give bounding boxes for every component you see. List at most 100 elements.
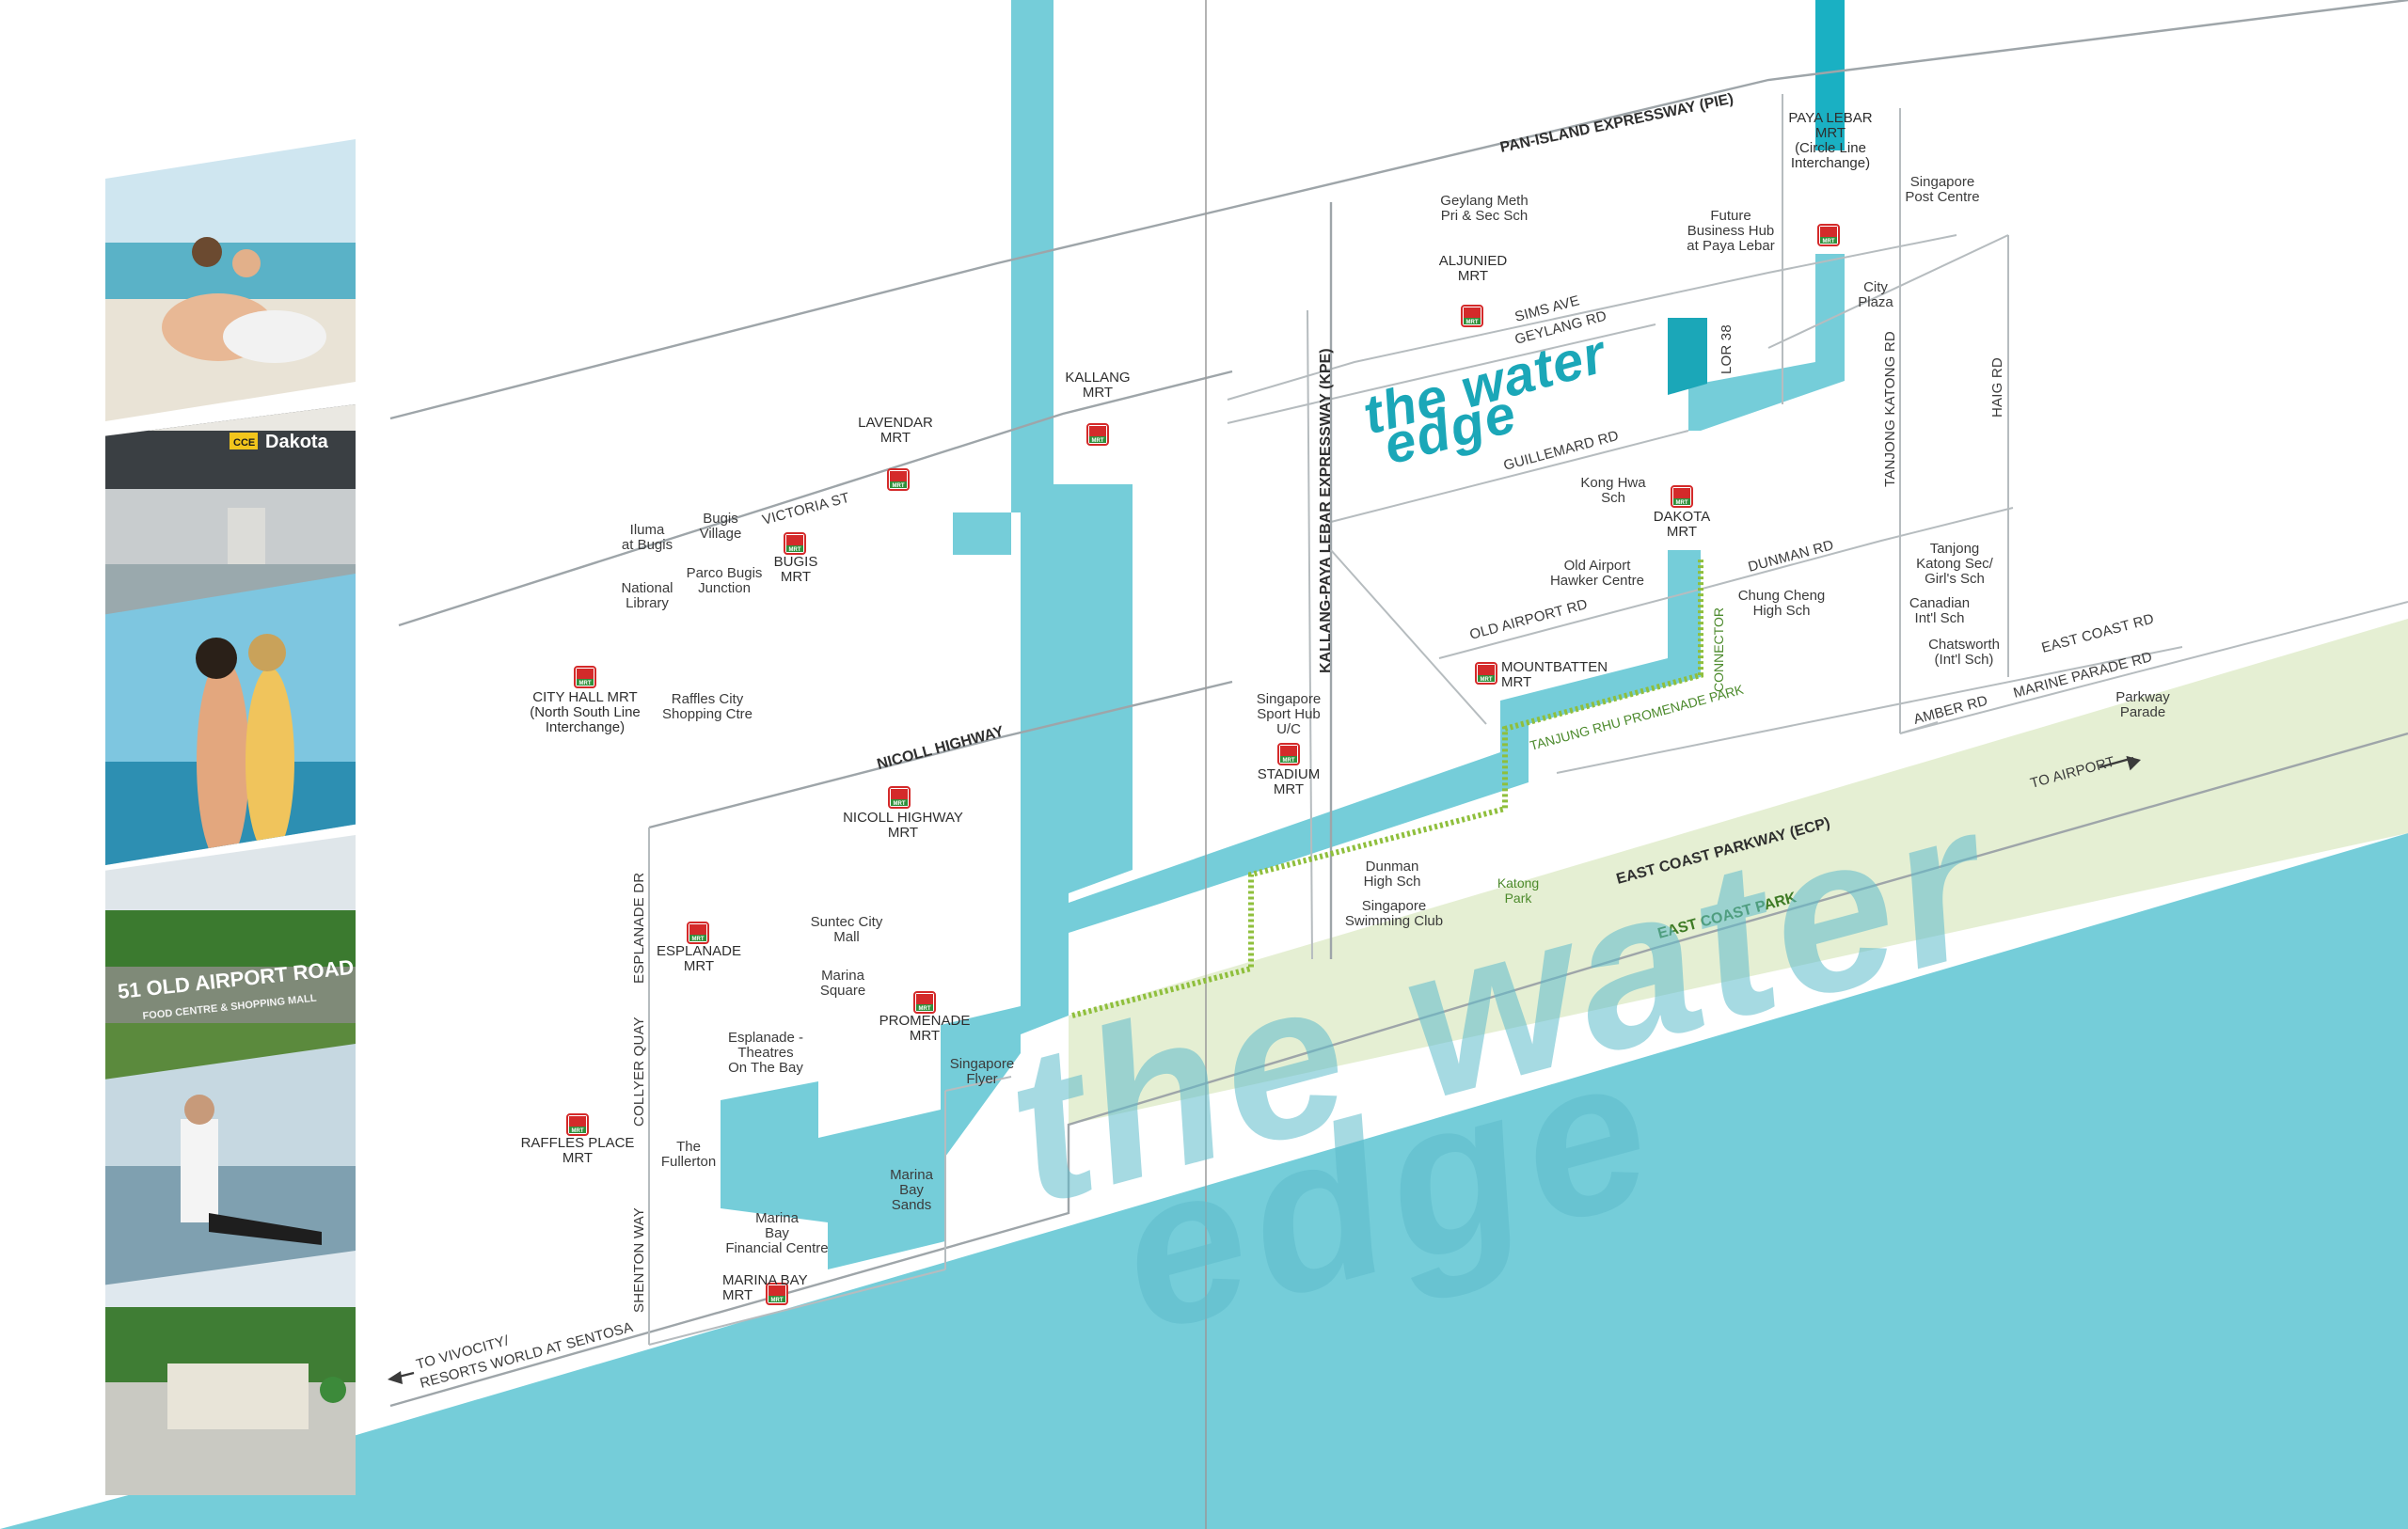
landmark-line-1: Sch [1601, 490, 1625, 506]
landmark-line-0: Singapore [1910, 174, 1974, 190]
marine-parade-road [1556, 646, 2183, 774]
victoria-st-road [398, 370, 1233, 627]
landmark-line-0: Suntec City [811, 914, 883, 930]
mrt-icon-label: MRT [1676, 500, 1688, 506]
mrt-icon-bottom [689, 935, 706, 941]
mrt-icon-label: MRT [1481, 677, 1493, 683]
landmark-line-1: Flyer [966, 1071, 997, 1087]
landmark-line-1: Plaza [1858, 294, 1893, 310]
mrt-name-esplanade-1: MRT [684, 958, 714, 974]
mrt-icon-top [916, 994, 933, 1004]
amber-rd-label: AMBER RD [1912, 693, 1989, 728]
landmark-line-0: Kong Hwa [1580, 475, 1646, 491]
tanjung-rhu-river [1069, 550, 1701, 933]
landmark-line-0: Canadian [1909, 595, 1970, 611]
mrt-icon-top [891, 789, 908, 799]
mrt-icon-top [786, 535, 803, 545]
mrt-name-aljunied-0: ALJUNIED [1439, 253, 1508, 269]
landmark-line-2: Girl's Sch [1925, 571, 1985, 587]
mrt-name-city-hall-2: Interchange) [546, 719, 625, 735]
landmark-chatsworth: Chatsworth(Int'l Sch) [1928, 637, 2000, 668]
mrt-name-raffles-place-0: RAFFLES PLACE [521, 1135, 635, 1151]
old-airport-rd-label: OLD AIRPORT RD [1468, 596, 1590, 643]
landmark-line-0: Raffles City [672, 691, 744, 707]
mrt-name-nicoll-highway-0: NICOLL HIGHWAY [843, 810, 963, 826]
mrt-icon-label: MRT [692, 937, 705, 942]
landmark-line-0: Marina [890, 1167, 934, 1183]
mrt-name-mountbatten-1: MRT [1501, 674, 1531, 690]
mrt-icon-bottom [768, 1296, 785, 1302]
mrt-icon-bottom [1478, 675, 1495, 682]
landmark-line-1: Post Centre [1905, 189, 1979, 205]
mrt-name-stadium-0: STADIUM [1258, 766, 1320, 782]
connector-label: CONNECTOR [1711, 607, 1726, 692]
landmark-line-1: Mall [833, 929, 860, 945]
landmark-line-0: Bugis [703, 511, 738, 527]
landmark-line-1: Village [700, 526, 742, 542]
landmark-line-0: Singapore [1362, 898, 1426, 914]
landmark-line-0: Iluma [630, 522, 665, 538]
mrt-icon-label: MRT [789, 547, 801, 553]
landmark-line-1: Library [626, 595, 669, 611]
landmark-line-0: National [621, 580, 673, 596]
marina-reservoir [721, 1006, 1021, 1269]
mrt-name-stadium-1: MRT [1274, 781, 1304, 797]
landmark-line-0: Singapore [1257, 691, 1321, 707]
mrt-icon-top [569, 1116, 586, 1127]
mrt-icon-label: MRT [893, 483, 905, 489]
mrt-icon-label: MRT [1466, 320, 1479, 325]
beach-couple-image [105, 139, 356, 421]
landmark-line-1: Business Hub [1687, 223, 1775, 239]
marina-loop-road [648, 1269, 946, 1346]
photo-beach-couple [105, 139, 356, 421]
mrt-icon-top [1089, 426, 1106, 436]
mrt-name-lavendar-0: LAVENDAR [858, 415, 933, 431]
landmark-line-2: On The Bay [728, 1060, 803, 1076]
mrt-name-marina-bay-1: MRT [722, 1287, 752, 1303]
mrt-name-city-hall-0: CITY HALL MRT [532, 689, 637, 705]
mrt-icon-top [768, 1285, 785, 1296]
landmark-line-1: at Bugis [622, 537, 673, 553]
mrt-name-paya-lebar-2: (Circle Line [1795, 140, 1866, 156]
mrt-name-promenade-0: PROMENADE [879, 1013, 971, 1029]
landmark-line-0: The [676, 1139, 701, 1155]
mrt-name-lavendar-1: MRT [880, 430, 911, 446]
mrt-icon-top [1478, 665, 1495, 675]
landmark-line-0: Marina [755, 1210, 800, 1226]
mrt-icon-label: MRT [572, 1128, 584, 1134]
landmark-line-0: Tanjong [1930, 541, 1980, 557]
school-entrance-image [105, 1251, 356, 1495]
mrt-icon-top [1820, 227, 1837, 237]
esplanade-dr-label: ESPLANADE DR [631, 873, 647, 984]
mrt-name-kallang-1: MRT [1083, 385, 1113, 401]
landmark-line-1: Sport Hub [1257, 706, 1321, 722]
mrt-name-paya-lebar-1: MRT [1815, 125, 1846, 141]
mrt-icon-label: MRT [1823, 239, 1835, 244]
to-airport-arrow-line [2099, 756, 2134, 769]
mrt-icon-top [1673, 488, 1690, 498]
mrt-icon-bottom [1820, 237, 1837, 244]
mrt-icon-bottom [577, 679, 594, 686]
east-coast-rd-label: EAST COAST RD [2040, 611, 2156, 656]
